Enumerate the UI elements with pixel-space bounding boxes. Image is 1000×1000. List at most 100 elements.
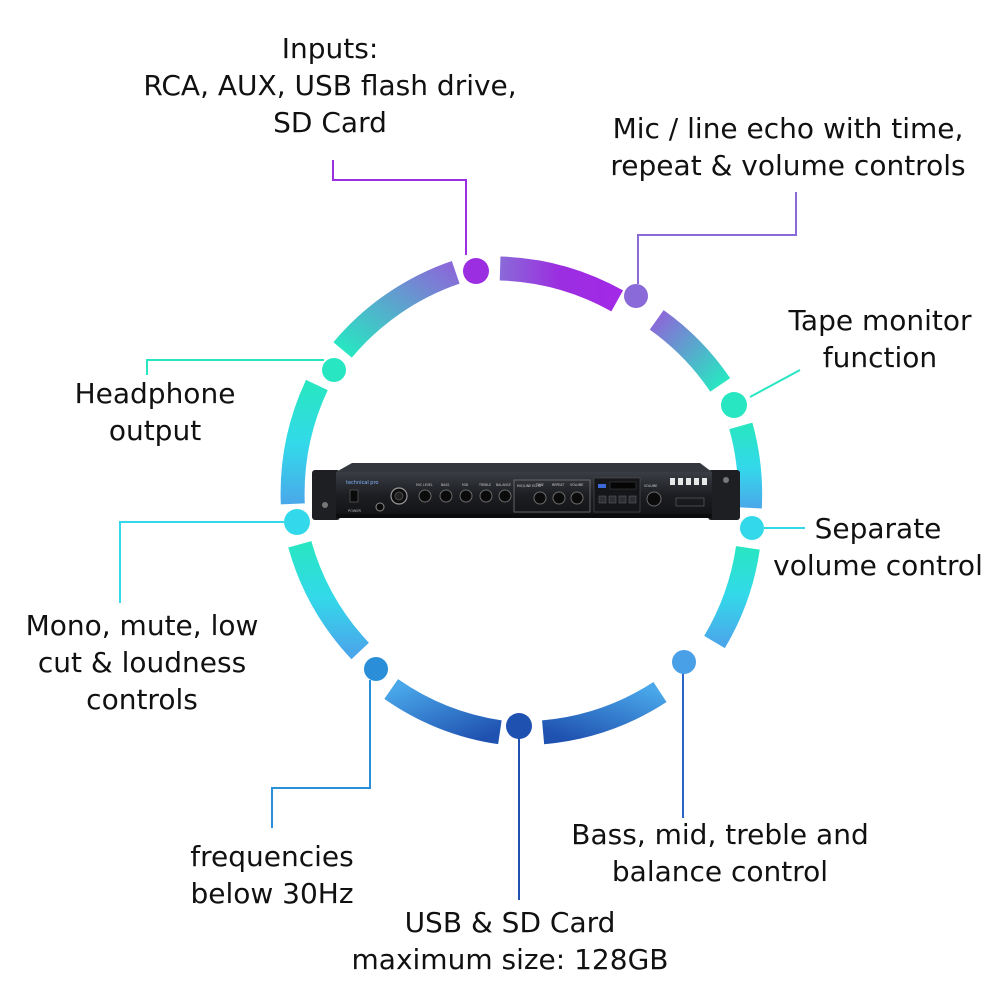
- usb-port: [598, 484, 606, 488]
- callout-mono-line-3: controls: [86, 683, 198, 716]
- callout-separate-volume-line-2: volume control: [773, 549, 983, 582]
- knob-master-volume: [646, 491, 662, 507]
- mono-button: [670, 478, 675, 485]
- amplifier-device: technical pro POWER MIC LEVEL BASS MID T…: [312, 463, 740, 520]
- callout-dots: [284, 258, 764, 739]
- knob-repeat: [552, 491, 566, 505]
- power-label: POWER: [348, 509, 362, 513]
- transport-button-1: [598, 495, 607, 504]
- label-time: TIME: [535, 483, 544, 487]
- transport-button-3: [618, 495, 627, 504]
- ring-segment-right-lower: [704, 545, 760, 649]
- dot-echo: [624, 284, 648, 308]
- leader-echo: [637, 192, 797, 284]
- rack-hole-left: [322, 502, 328, 508]
- callout-tape: Tape monitor function: [760, 302, 1000, 376]
- callout-frequencies-line-1: frequencies: [190, 840, 354, 873]
- leader-lines: [119, 160, 805, 900]
- callout-frequencies: frequencies below 30Hz: [160, 838, 384, 912]
- ring-segment-left: [280, 379, 328, 505]
- callout-usb-sd-line-2: maximum size: 128GB: [351, 943, 669, 976]
- callout-eq: Bass, mid, treble and balance control: [555, 816, 885, 890]
- label-master-volume: VOLUME: [644, 484, 657, 488]
- callout-echo: Mic / line echo with time, repeat & volu…: [576, 110, 1000, 184]
- dot-mono: [284, 509, 310, 535]
- dot-separate-volume: [740, 516, 764, 540]
- mute-button: [678, 478, 683, 485]
- rack-ear-left: [312, 470, 340, 520]
- callout-inputs-line-3: SD Card: [273, 106, 387, 139]
- leader-inputs: [332, 160, 467, 255]
- knob-balance: [498, 489, 512, 503]
- amplifier-top: [336, 463, 712, 472]
- dot-frequencies: [364, 657, 388, 681]
- label-bass: BASS: [441, 483, 449, 487]
- ring: [280, 256, 763, 745]
- loudness-button: [694, 478, 699, 485]
- knob-mid: [459, 489, 473, 503]
- echo-section-frame: [513, 479, 591, 513]
- knob-bass: [439, 489, 453, 503]
- leader-mono: [119, 521, 284, 603]
- knob-time: [533, 491, 547, 505]
- dot-headphone: [322, 358, 346, 382]
- dot-inputs: [463, 258, 489, 284]
- ring-segment-top-left: [333, 260, 460, 358]
- ring-segment-left-lower: [288, 540, 370, 660]
- callout-headphone-line-1: Headphone: [74, 377, 236, 410]
- ring-segment-bottom-right: [541, 681, 667, 745]
- dot-usb: [506, 713, 532, 739]
- callout-inputs-line-2: RCA, AUX, USB flash drive,: [143, 69, 517, 102]
- dot-eq: [672, 650, 696, 674]
- callout-headphone: Headphone output: [50, 375, 260, 449]
- ring-segment-top-right: [649, 310, 731, 392]
- label-mid: MID: [462, 483, 469, 487]
- callout-separate-volume: Separate volume control: [760, 510, 996, 584]
- callout-usb-sd-line-1: USB & SD Card: [404, 906, 616, 939]
- label-echo: MIC/LINE ECHO: [517, 484, 542, 488]
- brand-logo: technical pro: [346, 480, 378, 486]
- transport-buttons: [598, 495, 637, 504]
- ring-segment-bottom-left: [384, 679, 502, 745]
- label-echo-volume: VOLUME: [570, 483, 583, 487]
- ring-segment-top: [499, 256, 624, 312]
- callout-usb-sd: USB & SD Card maximum size: 128GB: [340, 904, 680, 978]
- callout-inputs: Inputs: RCA, AUX, USB flash drive, SD Ca…: [120, 30, 540, 141]
- knobs-eq: [418, 489, 512, 503]
- transport-button-4: [628, 495, 637, 504]
- callout-frequencies-line-2: below 30Hz: [190, 877, 354, 910]
- model-badge: [675, 497, 705, 507]
- panel-edge: [336, 514, 712, 518]
- callout-eq-line-2: balance control: [611, 855, 829, 888]
- rack-ear-right: [708, 470, 740, 520]
- callout-tape-line-2: function: [822, 341, 938, 374]
- mic-jack-inner: [394, 491, 404, 501]
- knob-mic-level: [418, 489, 432, 503]
- echo-labels: MIC/LINE ECHO TIME REPEAT VOLUME: [517, 483, 583, 488]
- callout-mono-line-1: Mono, mute, low: [25, 609, 259, 642]
- callout-mono-line-2: cut & loudness: [37, 646, 247, 679]
- leader-tape: [749, 369, 801, 398]
- knob-labels: MIC LEVEL BASS MID TREBLE BALANCE: [416, 483, 511, 487]
- callout-echo-line-1: Mic / line echo with time,: [612, 112, 964, 145]
- callout-mono: Mono, mute, low cut & loudness controls: [8, 607, 276, 718]
- label-treble: TREBLE: [478, 483, 491, 487]
- callout-separate-volume-line-1: Separate: [814, 512, 942, 545]
- leader-frequencies: [271, 680, 371, 828]
- label-repeat: REPEAT: [552, 483, 564, 487]
- tape-monitor-button: [702, 478, 707, 485]
- leader-headphone: [146, 359, 324, 375]
- rack-hole-right: [723, 477, 729, 483]
- callout-inputs-line-1: Inputs:: [281, 32, 379, 65]
- callout-headphone-line-2: output: [108, 414, 202, 447]
- headphone-jack: [375, 502, 385, 512]
- display-window: [609, 481, 637, 490]
- callout-eq-line-1: Bass, mid, treble and: [571, 818, 869, 851]
- knob-treble: [479, 489, 493, 503]
- transport-button-2: [608, 495, 617, 504]
- low-cut-button: [686, 478, 691, 485]
- ring-segment-right: [729, 422, 763, 509]
- knob-echo-volume: [570, 491, 584, 505]
- callout-echo-line-2: repeat & volume controls: [610, 149, 966, 182]
